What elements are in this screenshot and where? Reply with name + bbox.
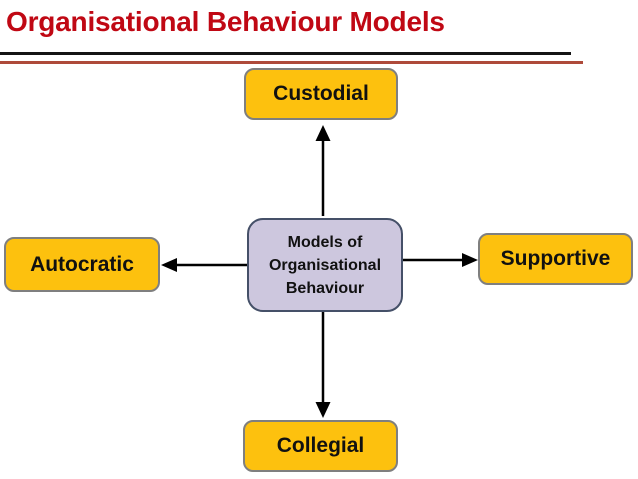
center-label-line: Behaviour bbox=[285, 279, 365, 297]
node-collegial: Collegial bbox=[243, 420, 398, 472]
title-underline-red bbox=[0, 61, 583, 64]
node-label: Supportive bbox=[500, 247, 611, 270]
node-custodial: Custodial bbox=[244, 68, 398, 120]
node-label: Collegial bbox=[276, 434, 365, 457]
node-label: Custodial bbox=[273, 82, 369, 105]
arrow-right bbox=[403, 253, 478, 267]
title-underline-black bbox=[0, 52, 571, 55]
arrow-down bbox=[315, 312, 331, 418]
arrow-up bbox=[315, 125, 331, 216]
node-autocratic: Autocratic bbox=[4, 237, 160, 292]
node-center: Models of Organisational Behaviour bbox=[247, 218, 403, 312]
center-label-line: Models of bbox=[287, 233, 363, 251]
center-label-line: Organisational bbox=[268, 256, 382, 274]
arrow-left bbox=[161, 258, 247, 272]
node-supportive: Supportive bbox=[478, 233, 633, 285]
page-title: Organisational Behaviour Models bbox=[6, 6, 445, 37]
node-label: Autocratic bbox=[30, 252, 134, 276]
